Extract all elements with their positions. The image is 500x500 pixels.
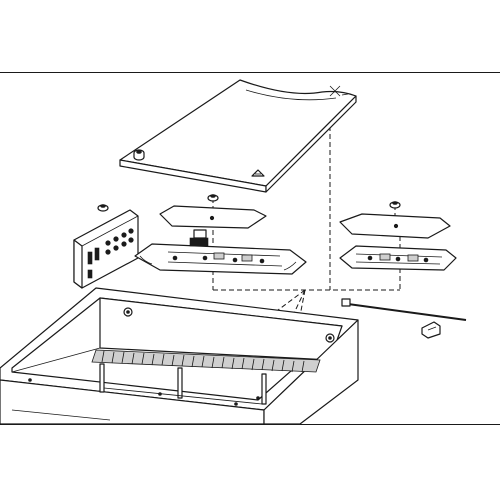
lid-screw <box>97 194 401 212</box>
side-bracket <box>73 209 139 289</box>
lid-screw <box>133 149 145 161</box>
small-splice-tray-cover <box>339 213 451 239</box>
splice-tray <box>134 229 307 275</box>
bracket-holes <box>87 228 134 279</box>
enclosure-base <box>0 287 359 425</box>
splice-tray-cover <box>159 205 267 229</box>
top-border-line <box>0 72 500 73</box>
lid-latch-mark <box>251 169 265 177</box>
cable-clip <box>421 321 441 339</box>
bottom-border-line <box>0 424 500 425</box>
cable-tie <box>341 298 467 321</box>
small-splice-tray <box>339 245 457 271</box>
lid <box>119 79 357 193</box>
rail-teeth <box>101 350 305 373</box>
lid-logo-mark <box>329 85 349 97</box>
